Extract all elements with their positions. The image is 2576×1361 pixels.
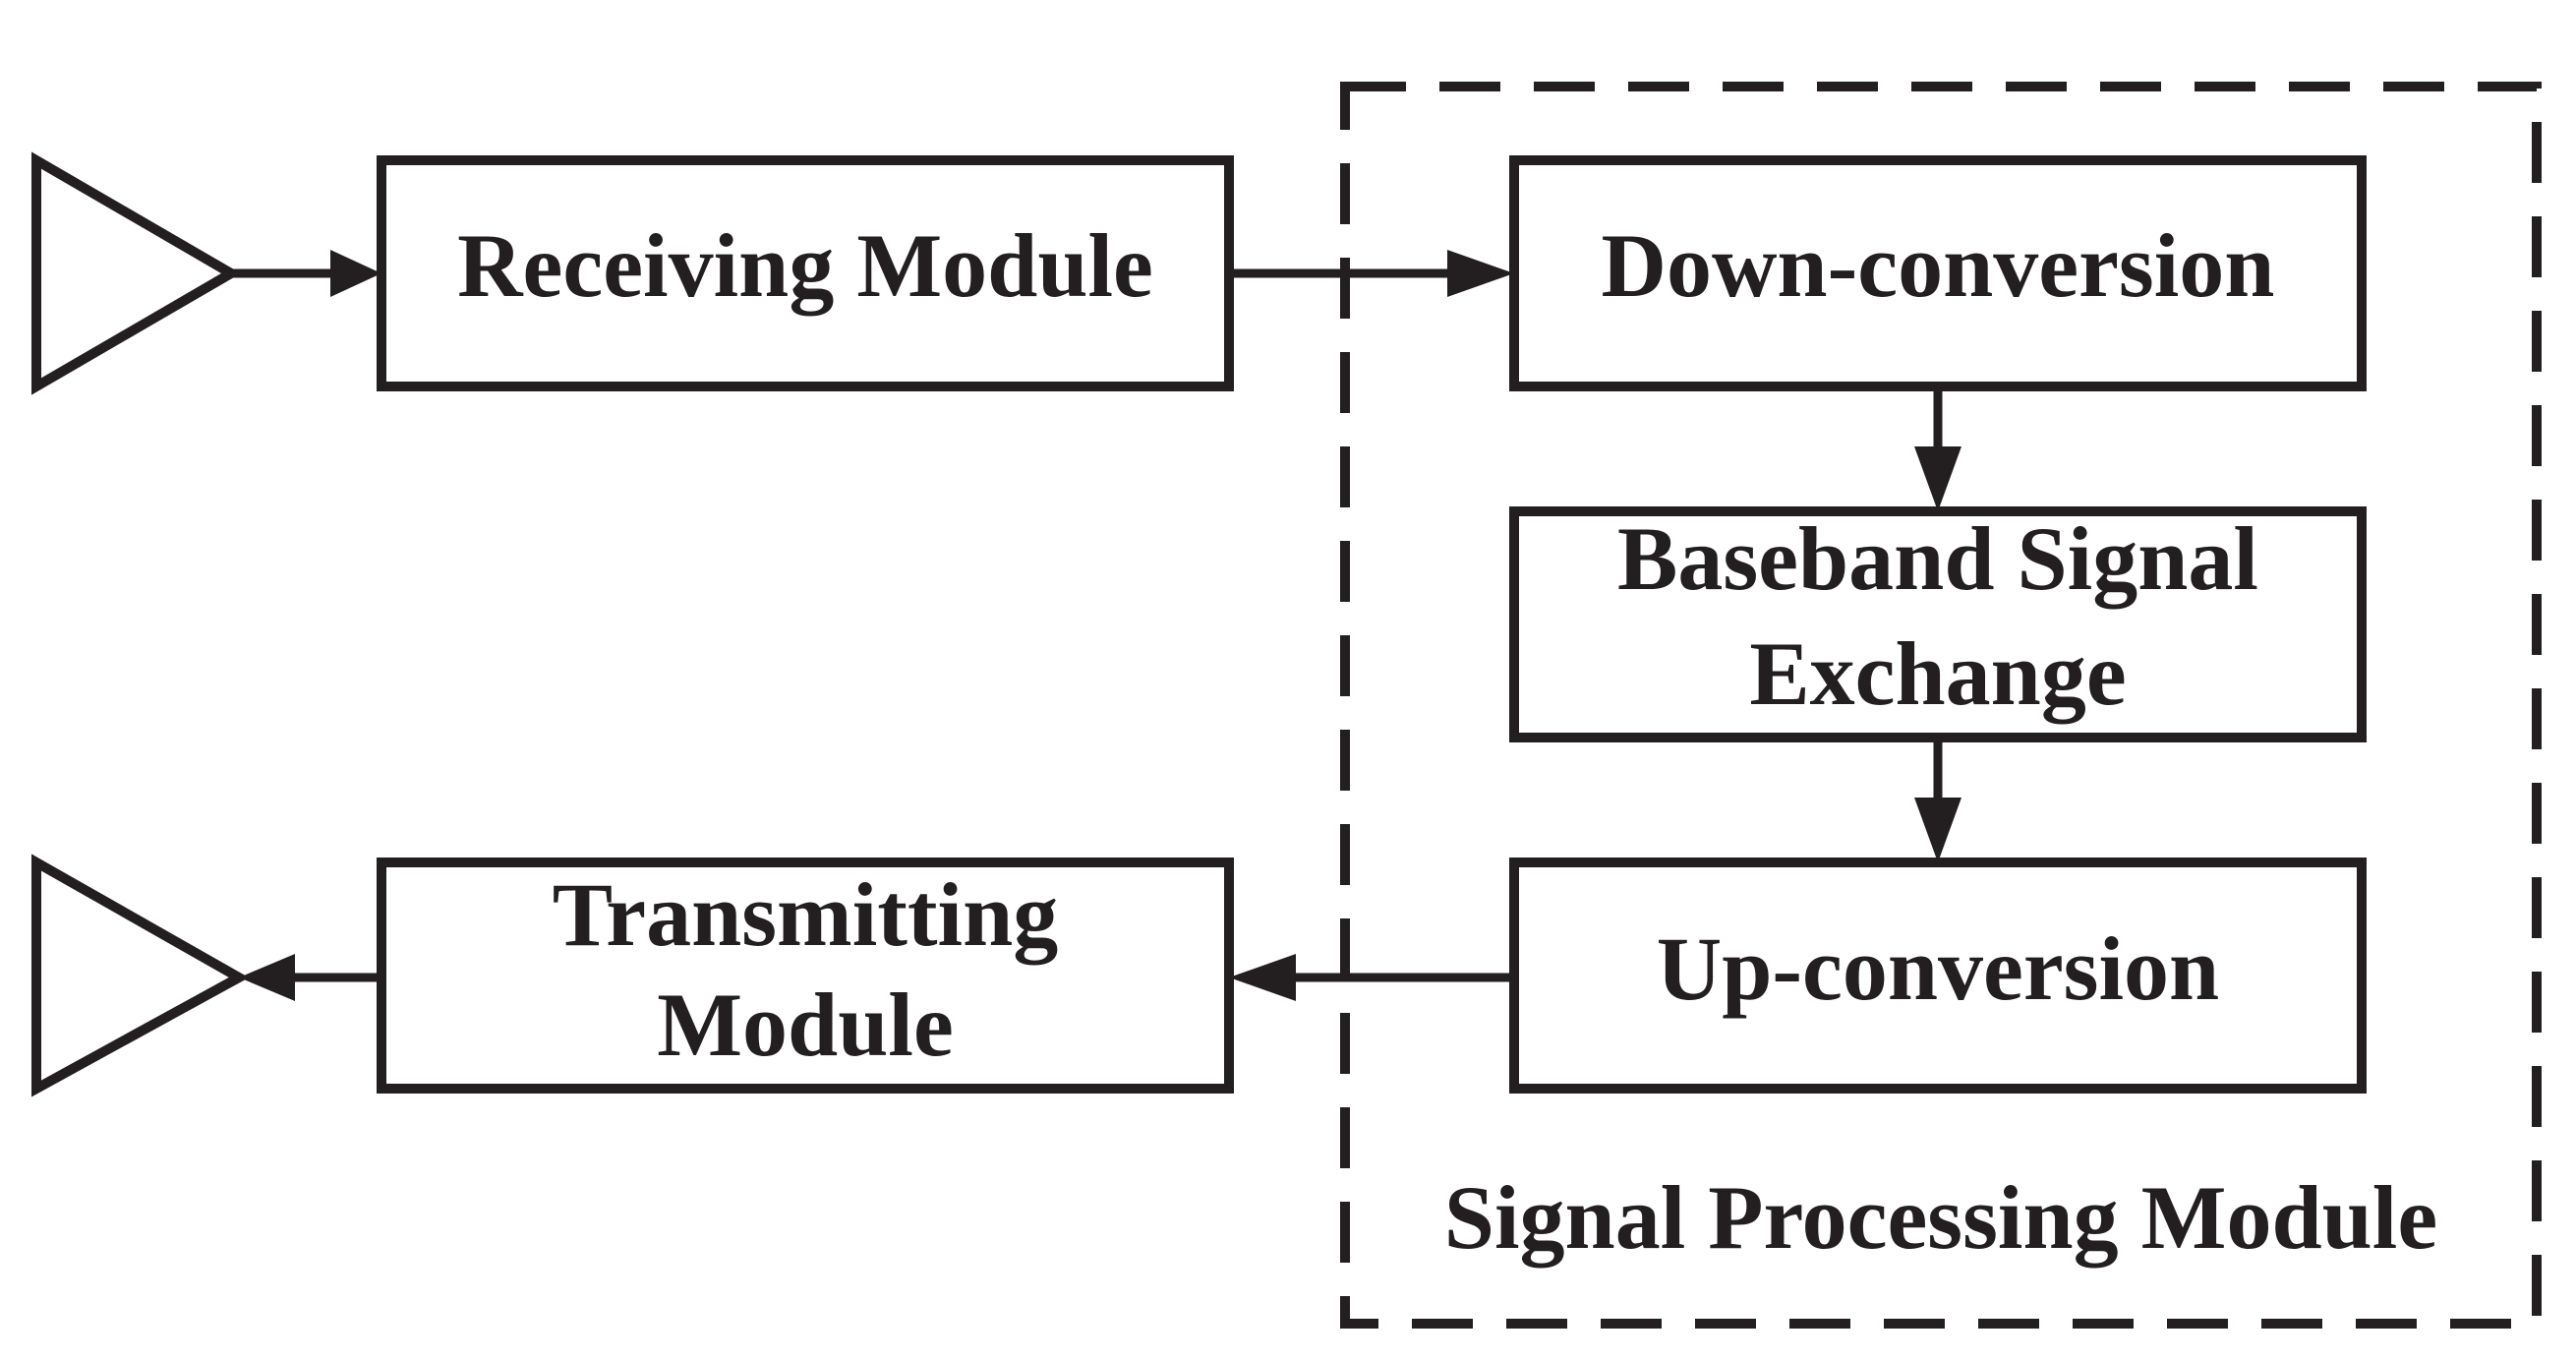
- up-conversion-label: Up-conversion: [1657, 918, 2219, 1019]
- transmitting-module-block: [377, 858, 1234, 1094]
- baseband-to-up-conversion-arrowhead: [1914, 798, 1961, 862]
- transmitting-module-label-line2: Module: [657, 975, 954, 1075]
- up-conversion-to-transmitting-arrowhead: [1229, 954, 1296, 1001]
- receiving-module-label: Receiving Module: [457, 215, 1153, 316]
- transmit-antenna-icon: [31, 854, 250, 1097]
- transmitting-module-label-line1: Transmitting: [553, 864, 1059, 965]
- baseband-signal-exchange-label-line1: Baseband Signal: [1617, 508, 2258, 609]
- transmitting-to-antenna-arrowhead: [239, 954, 295, 1001]
- antenna-to-receiving-arrowhead: [330, 250, 381, 297]
- down-conversion-label: Down-conversion: [1602, 215, 2275, 316]
- signal-processing-module-label: Signal Processing Module: [1444, 1167, 2437, 1268]
- down-conversion-to-baseband-arrowhead: [1914, 446, 1961, 511]
- signal-processing-group-boundary: [1340, 82, 2542, 1329]
- receiving-to-down-conversion-arrowhead: [1447, 250, 1514, 297]
- receive-antenna-icon: [31, 151, 241, 395]
- baseband-signal-exchange-label-line2: Exchange: [1749, 623, 2126, 724]
